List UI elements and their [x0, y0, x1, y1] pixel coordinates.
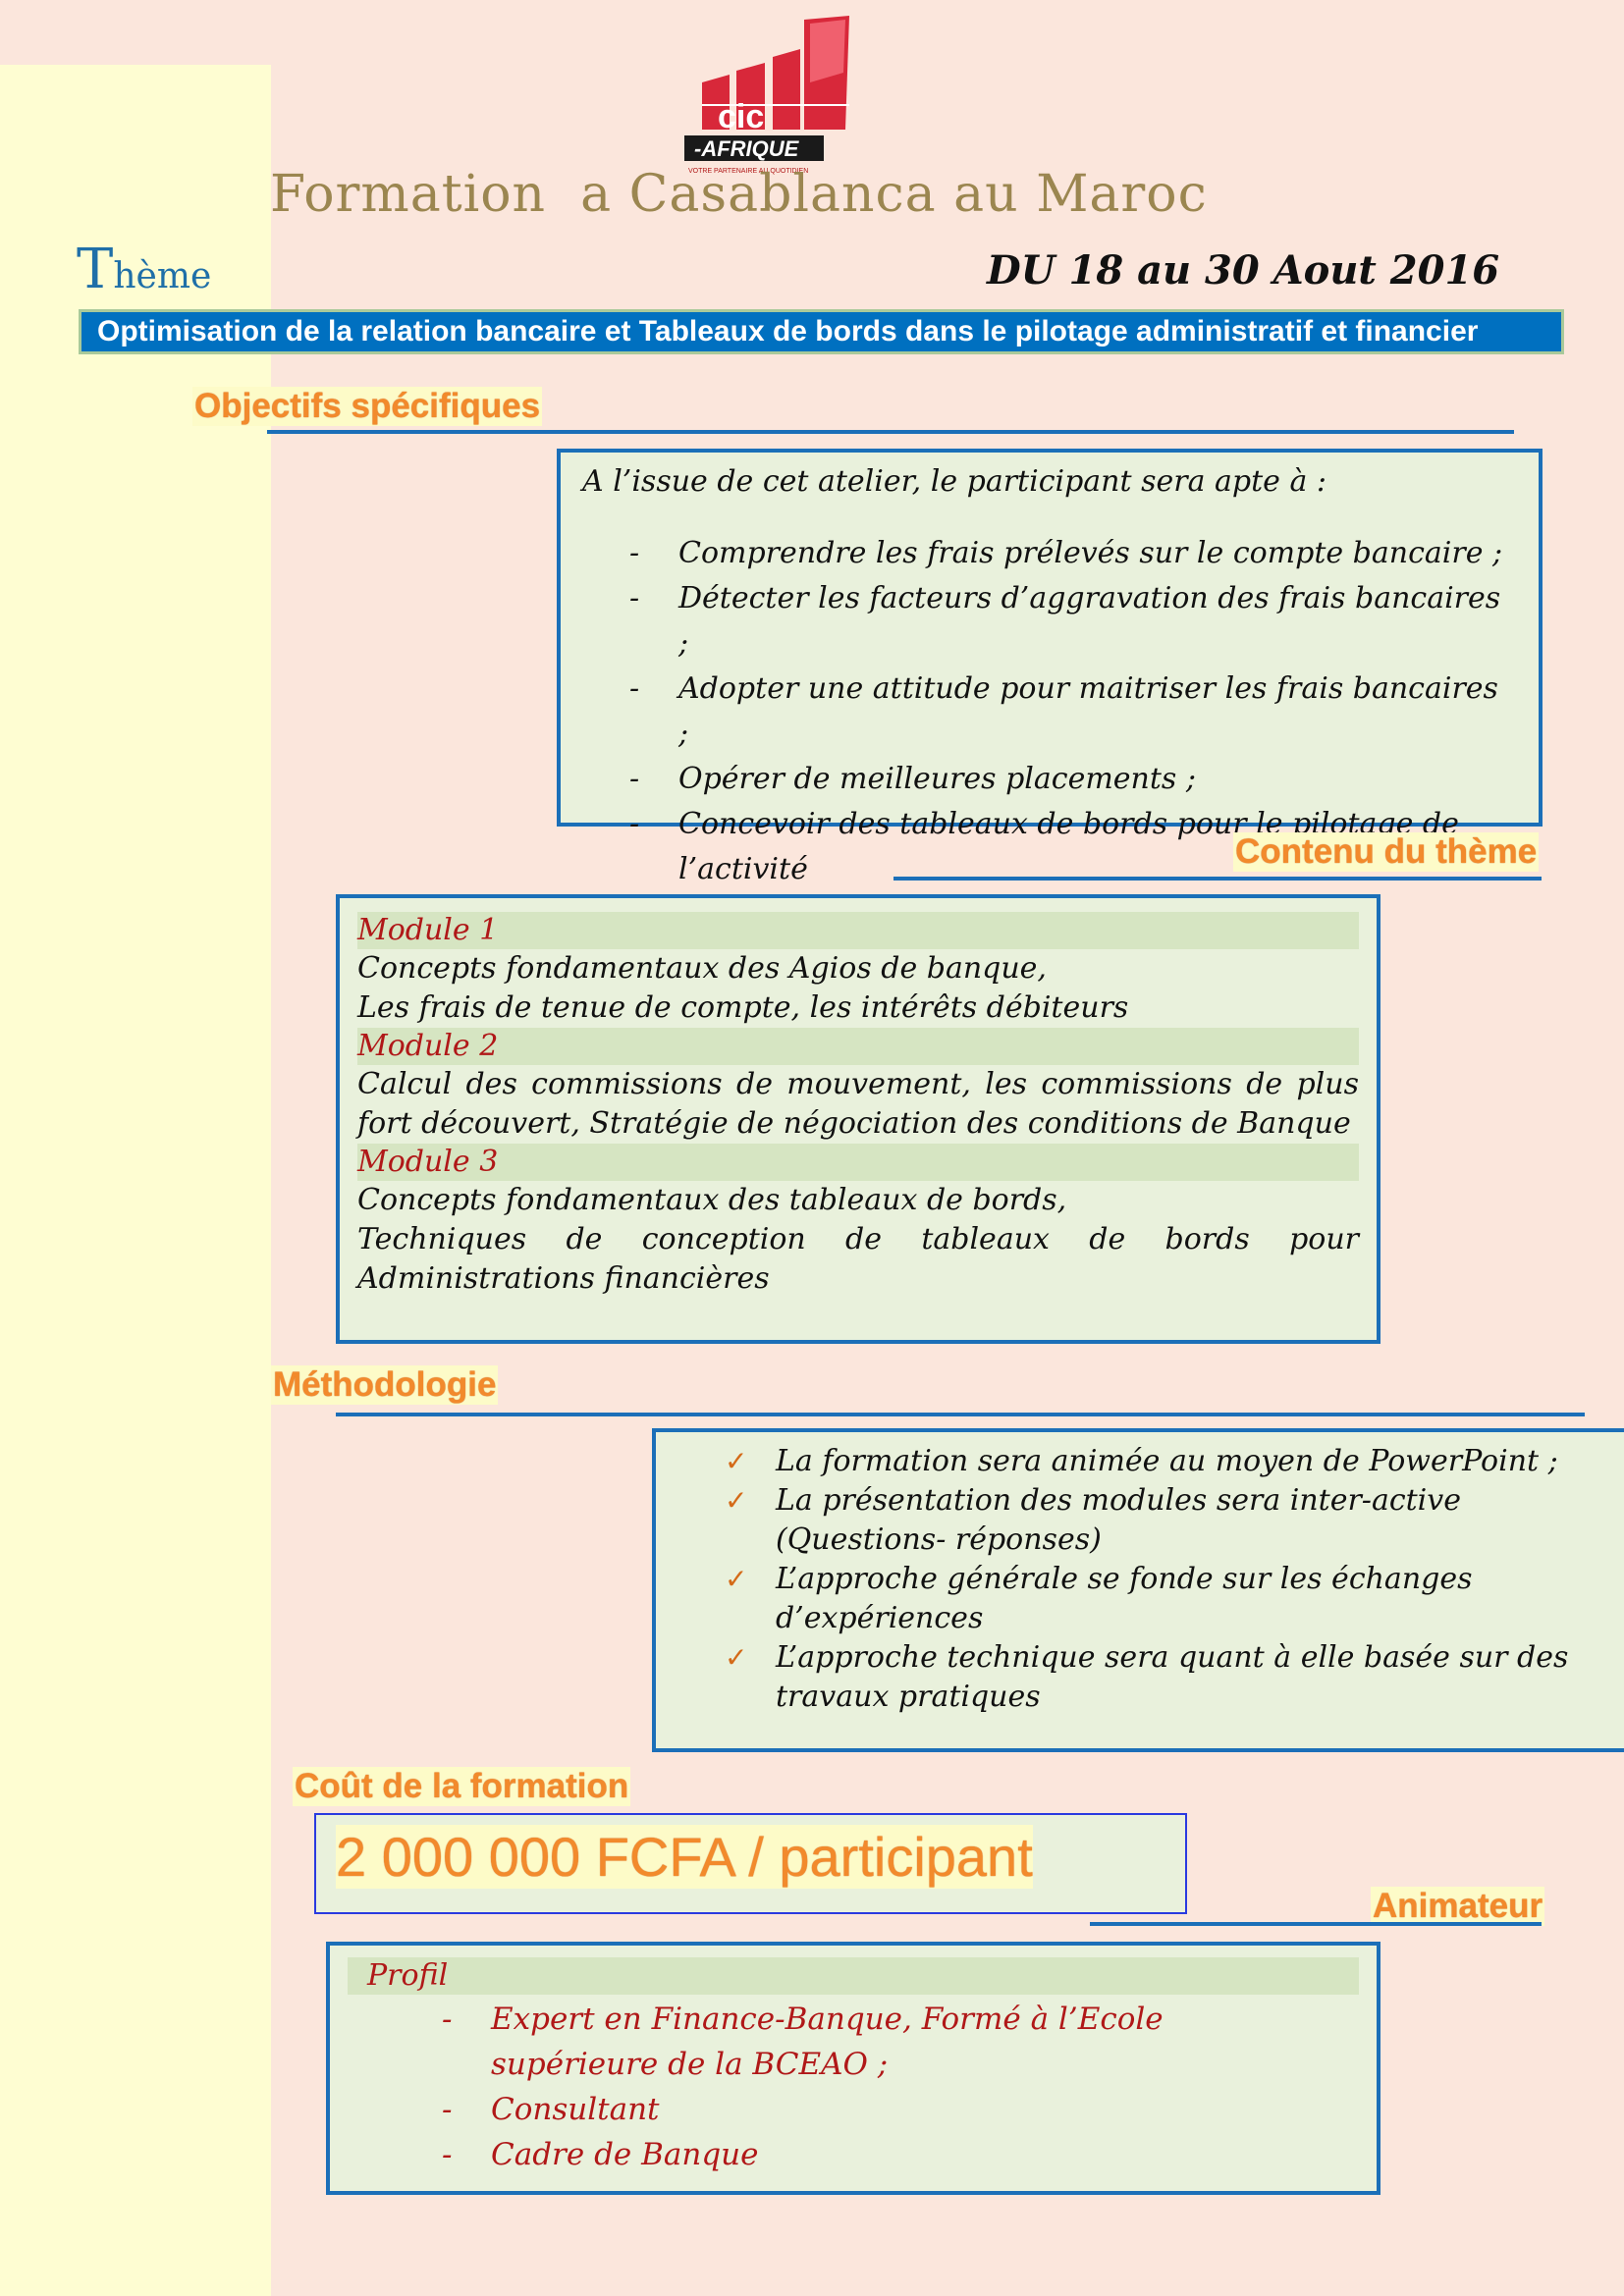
list-item-text: La formation sera animée au moyen de Pow…	[776, 1444, 1558, 1478]
cic-afrique-logo: cic -AFRIQUE VOTRE PARTENAIRE AU QUOTIDI…	[682, 14, 859, 181]
module-1-line-2: Les frais de tenue de compte, les intérê…	[357, 990, 1129, 1025]
contenu-rule	[893, 877, 1542, 881]
checkmark-icon: ✓	[725, 1484, 748, 1517]
objectifs-rule	[267, 430, 1514, 434]
logo-text: cic	[718, 98, 764, 135]
theme-label-rest: hème	[113, 256, 212, 296]
module-3-title: Module 3	[357, 1144, 1359, 1181]
list-item: Détecter les facteurs d’aggravation des …	[629, 576, 1513, 667]
list-item: ✓ La présentation des modules sera inter-…	[725, 1481, 1569, 1560]
logo-tagline: VOTRE PARTENAIRE AU QUOTIDIEN	[688, 168, 808, 175]
contenu-heading: Contenu du thème	[1233, 832, 1540, 872]
list-item: ✓ La formation sera animée au moyen de Po…	[725, 1442, 1569, 1481]
list-item: Cadre de Banque	[442, 2132, 1306, 2177]
methodologie-heading: Méthodologie	[271, 1365, 499, 1405]
animateur-heading: Animateur	[1371, 1887, 1545, 1926]
profil-list: Expert en Finance-Banque, Formé à l’Ecol…	[442, 1997, 1306, 2177]
left-sidebar-band	[0, 65, 271, 2296]
list-item-text: L’approche générale se fonde sur les éch…	[776, 1562, 1473, 1635]
contenu-box: Module 1 Concepts fondamentaux des Agios…	[336, 894, 1380, 1344]
price-value: 2 000 000 FCFA / participant	[336, 1825, 1033, 1889]
methodologie-rule	[336, 1413, 1585, 1416]
animateur-rule	[1090, 1922, 1542, 1926]
page-title: Formation a Casablanca au Maroc	[270, 165, 1208, 224]
list-item: Expert en Finance-Banque, Formé à l’Ecol…	[442, 1997, 1306, 2087]
list-item: Comprendre les frais prélevés sur le com…	[629, 531, 1513, 576]
module-2-title: Module 2	[357, 1028, 1359, 1065]
module-3-line-1: Concepts fondamentaux des tableaux de bo…	[357, 1183, 1067, 1217]
objectifs-heading: Objectifs spécifiques	[192, 387, 543, 426]
objectifs-box: A l’issue de cet atelier, le participant…	[557, 449, 1543, 886]
profil-label: Profil	[348, 1957, 1359, 1995]
list-item: Consultant	[442, 2087, 1306, 2132]
training-dates: DU 18 au 30 Aout 2016	[987, 247, 1500, 294]
list-item: Adopter une attitude pour maitriser les …	[629, 667, 1513, 757]
checkmark-icon: ✓	[725, 1563, 748, 1595]
logo-graphic: cic -AFRIQUE VOTRE PARTENAIRE AU QUOTIDI…	[684, 16, 849, 175]
methodologie-list: ✓ La formation sera animée au moyen de Po…	[725, 1442, 1569, 1717]
list-item: ✓ L’approche technique sera quant à elle …	[725, 1638, 1569, 1717]
price-box: 2 000 000 FCFA / participant	[314, 1813, 1187, 1914]
list-item: Opérer de meilleures placements ;	[629, 757, 1513, 802]
module-1-line-1: Concepts fondamentaux des Agios de banqu…	[357, 951, 1047, 986]
list-item-text: L’approche technique sera quant à elle b…	[776, 1640, 1569, 1714]
cout-heading: Coût de la formation	[293, 1767, 631, 1806]
theme-label-initial: T	[77, 238, 114, 301]
module-1-title: Module 1	[357, 912, 1359, 949]
module-3-line-2: Techniques de conception de tableaux de …	[357, 1222, 1359, 1296]
methodologie-box: ✓ La formation sera animée au moyen de Po…	[652, 1428, 1624, 1752]
checkmark-icon: ✓	[725, 1445, 748, 1477]
theme-label: Thème	[77, 238, 211, 301]
checkmark-icon: ✓	[725, 1641, 748, 1674]
logo-subtext: -AFRIQUE	[694, 136, 800, 161]
module-2-text: Calcul des commissions de mouvement, les…	[357, 1067, 1359, 1141]
theme-banner: Optimisation de la relation bancaire et …	[79, 309, 1564, 354]
objectifs-intro: A l’issue de cet atelier, le participant…	[582, 464, 1326, 499]
list-item: ✓ L’approche générale se fonde sur les éc…	[725, 1560, 1569, 1638]
animateur-box: Profil Expert en Finance-Banque, Formé à…	[326, 1942, 1380, 2195]
list-item-text: La présentation des modules sera inter-a…	[776, 1483, 1461, 1557]
